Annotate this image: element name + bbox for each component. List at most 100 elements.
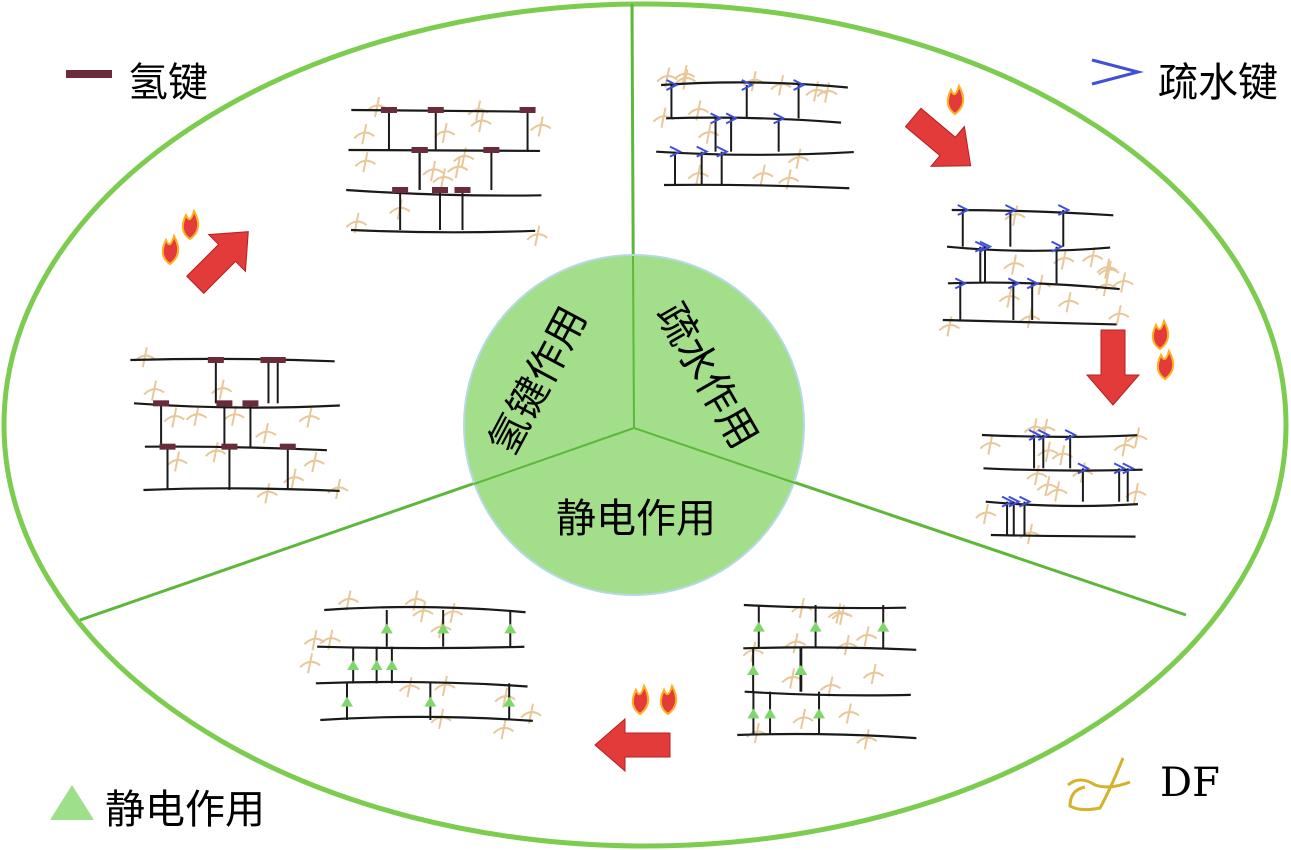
df-fiber (470, 111, 492, 133)
hydrophobic-mark (954, 277, 968, 290)
df-fiber (856, 729, 878, 750)
df-fiber (792, 708, 814, 730)
electrostatic-mark (370, 660, 383, 670)
df-fiber (398, 676, 421, 698)
hydrophobic-mark (710, 112, 723, 125)
polymer-chain (317, 645, 525, 650)
hydrophobic-mark (773, 112, 786, 125)
electrostatic-mark (347, 660, 360, 670)
hydrophobic-legend-label: 疏水键 (1158, 60, 1278, 106)
polymer-chain (983, 467, 1143, 472)
df-legend-label: DF (1160, 760, 1220, 806)
df-fiber (256, 483, 278, 504)
df-fiber (223, 405, 245, 427)
arrow-down (1085, 329, 1141, 406)
hydrophobic-mark (979, 240, 993, 253)
electrostatic-mark (809, 621, 822, 632)
df-fiber (446, 158, 469, 179)
df-fiber (430, 708, 452, 729)
df-fiber (299, 653, 321, 674)
polymer-chain (743, 646, 917, 651)
polymer-chain (951, 208, 1114, 217)
hbond-legend-icon (66, 70, 112, 78)
hbond-legend-label: 氢键 (128, 60, 208, 106)
network-hbond-top (345, 96, 552, 246)
df-fiber (784, 632, 807, 654)
df-fiber (282, 468, 305, 489)
polymer-chain (737, 732, 917, 740)
polymer-chain (346, 188, 542, 197)
hydrophobic-legend-icon (1091, 58, 1144, 86)
df-fiber (1057, 292, 1080, 313)
hbond-mark (242, 400, 259, 407)
polymer-chain (744, 690, 911, 697)
hydrophobic-mark (1008, 495, 1021, 508)
polymer-chain (320, 715, 533, 722)
df-fiber (526, 225, 548, 246)
df-fiber (494, 687, 516, 708)
flame-icon (631, 683, 650, 716)
df-fiber (1081, 247, 1104, 268)
center-divider-left (473, 427, 635, 485)
df-fiber (163, 407, 185, 428)
df-fiber (441, 602, 464, 624)
hbond-mark (159, 443, 176, 450)
df-fiber (673, 64, 696, 86)
polymer-chain (663, 183, 850, 190)
polymer-chain (315, 680, 528, 688)
df-fiber (298, 407, 321, 428)
hbond-mark (483, 147, 500, 153)
df-fiber (353, 123, 375, 145)
polymer-chain (660, 81, 848, 89)
hbond-mark (260, 357, 277, 363)
hydrophobic-mark (725, 112, 739, 125)
df-legend-icon (1067, 757, 1131, 812)
df-fiber (770, 75, 792, 96)
electrostatic-mark (877, 621, 890, 632)
df-fiber (1053, 249, 1075, 270)
df-fiber (838, 703, 860, 724)
flame-icon (1151, 318, 1170, 351)
df-fiber (1113, 436, 1136, 457)
electrostatic-mark (752, 621, 765, 632)
polymer-chain (130, 357, 335, 363)
polymer-chain (324, 605, 526, 614)
hydrophobic-mark (957, 204, 970, 216)
electrostatic-mark (380, 623, 393, 634)
hbond-mark (153, 400, 170, 407)
df-fiber (354, 151, 376, 173)
hbond-mark (519, 107, 536, 113)
df-fiber (255, 422, 277, 444)
hydrophobic-mark (1057, 204, 1071, 216)
df-fiber (422, 160, 444, 182)
df-fiber (185, 405, 208, 426)
df-fiber (433, 122, 456, 144)
df-fiber (1112, 272, 1134, 293)
df-fiber (752, 164, 774, 185)
polymer-chain (981, 433, 1138, 438)
electrostatic-mark (385, 660, 398, 670)
electrostatic-mark (503, 696, 516, 707)
hydrophobic-mark (1026, 277, 1040, 290)
network-electrostatic-1 (737, 597, 917, 750)
network-hydrophobic-1 (652, 64, 854, 190)
electrostatic-legend-icon (50, 785, 94, 820)
polymer-chain (946, 245, 1111, 252)
df-fiber (787, 148, 810, 169)
df-fiber (1026, 464, 1048, 486)
df-fiber (327, 478, 349, 500)
electrostatic-mark (340, 696, 353, 707)
hydrophobic-mark (669, 145, 683, 158)
df-fiber (1004, 205, 1026, 226)
df-fiber (862, 663, 885, 685)
df-fiber (412, 601, 434, 623)
df-fiber (166, 451, 188, 472)
polymer-chain (743, 603, 907, 610)
df-fiber (746, 722, 768, 744)
electrostatic-mark (764, 708, 777, 719)
polymer-chain (942, 318, 1117, 326)
electrostatic-mark (747, 708, 760, 719)
df-fiber (1019, 523, 1041, 545)
polymer-chain (985, 500, 1139, 508)
